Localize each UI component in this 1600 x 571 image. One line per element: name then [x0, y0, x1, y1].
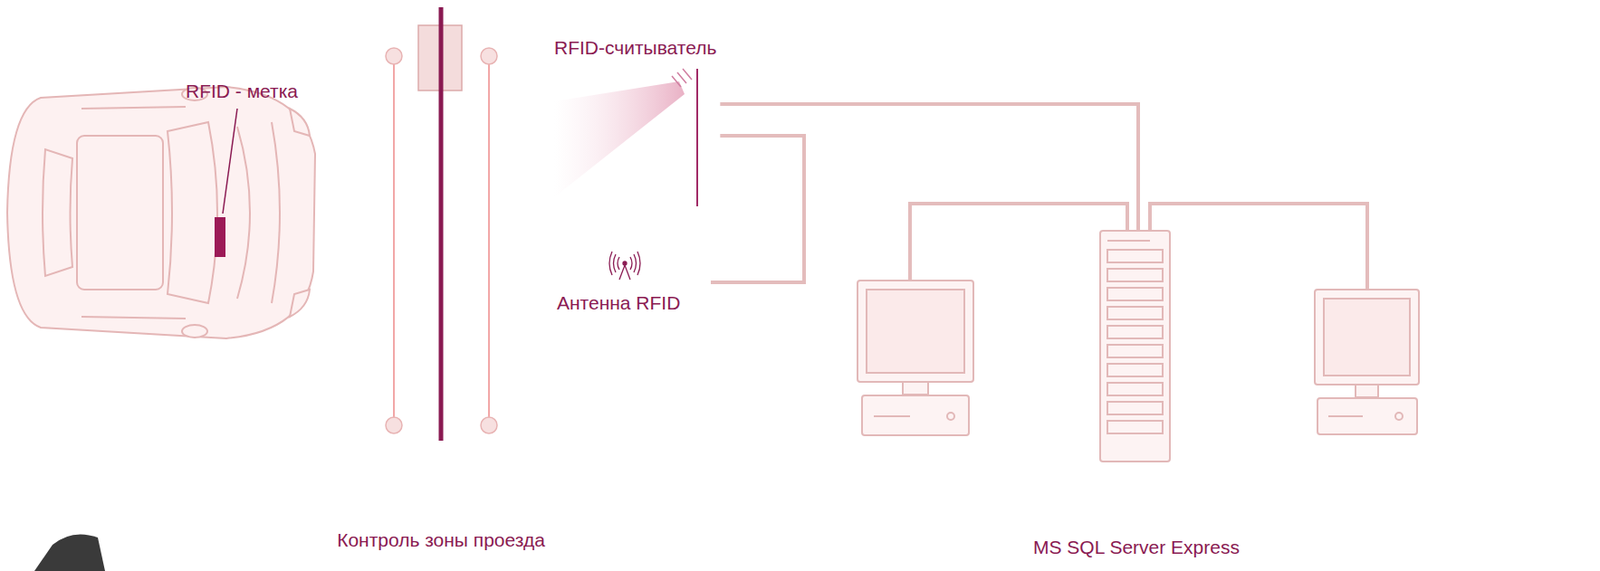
car-body	[7, 86, 316, 339]
car-door-line	[81, 106, 186, 319]
car-hood-line	[237, 122, 280, 304]
gate-post	[488, 63, 490, 419]
car-roof	[76, 135, 163, 290]
gate-post-end	[385, 417, 403, 434]
network-wire	[719, 104, 1139, 231]
gate-post	[392, 63, 395, 419]
monitor	[1314, 289, 1419, 435]
caption-label: Контроль зоны проезда	[336, 528, 546, 552]
node-label: RFID-считыватель	[554, 36, 717, 59]
gate-post-end	[480, 47, 498, 65]
network-wire	[710, 135, 805, 283]
rfid-tag	[214, 217, 226, 258]
car-windshield	[167, 122, 218, 304]
zone-label: Контроль зоны проезда	[336, 528, 546, 552]
car-mirror	[182, 325, 208, 338]
gate-post-end	[385, 47, 403, 65]
caption-label: RFID - метка	[185, 79, 298, 103]
car-headlight	[289, 108, 310, 317]
monitor	[857, 280, 974, 436]
antenna-symbol	[609, 251, 641, 280]
car	[7, 86, 316, 339]
gate-post-end	[480, 417, 498, 434]
tag-label: RFID - метка	[185, 79, 298, 103]
server-tower	[1100, 230, 1170, 462]
barrier-line	[439, 7, 444, 441]
car-rear-window	[42, 149, 73, 277]
server-node: MS SQL Server Express	[1023, 230, 1250, 559]
leader-line	[222, 108, 238, 214]
node-label: MS SQL Server Express	[1033, 536, 1240, 559]
cropped-object	[34, 534, 106, 571]
reader-symbol	[671, 68, 692, 87]
node-label: Антенна RFID	[556, 291, 681, 315]
reader-beam	[554, 81, 685, 198]
reader-body	[696, 68, 699, 207]
reader-node: RFID-считыватель	[554, 36, 720, 209]
gate	[385, 7, 498, 441]
antenna-node: Антенна RFID	[556, 258, 711, 315]
